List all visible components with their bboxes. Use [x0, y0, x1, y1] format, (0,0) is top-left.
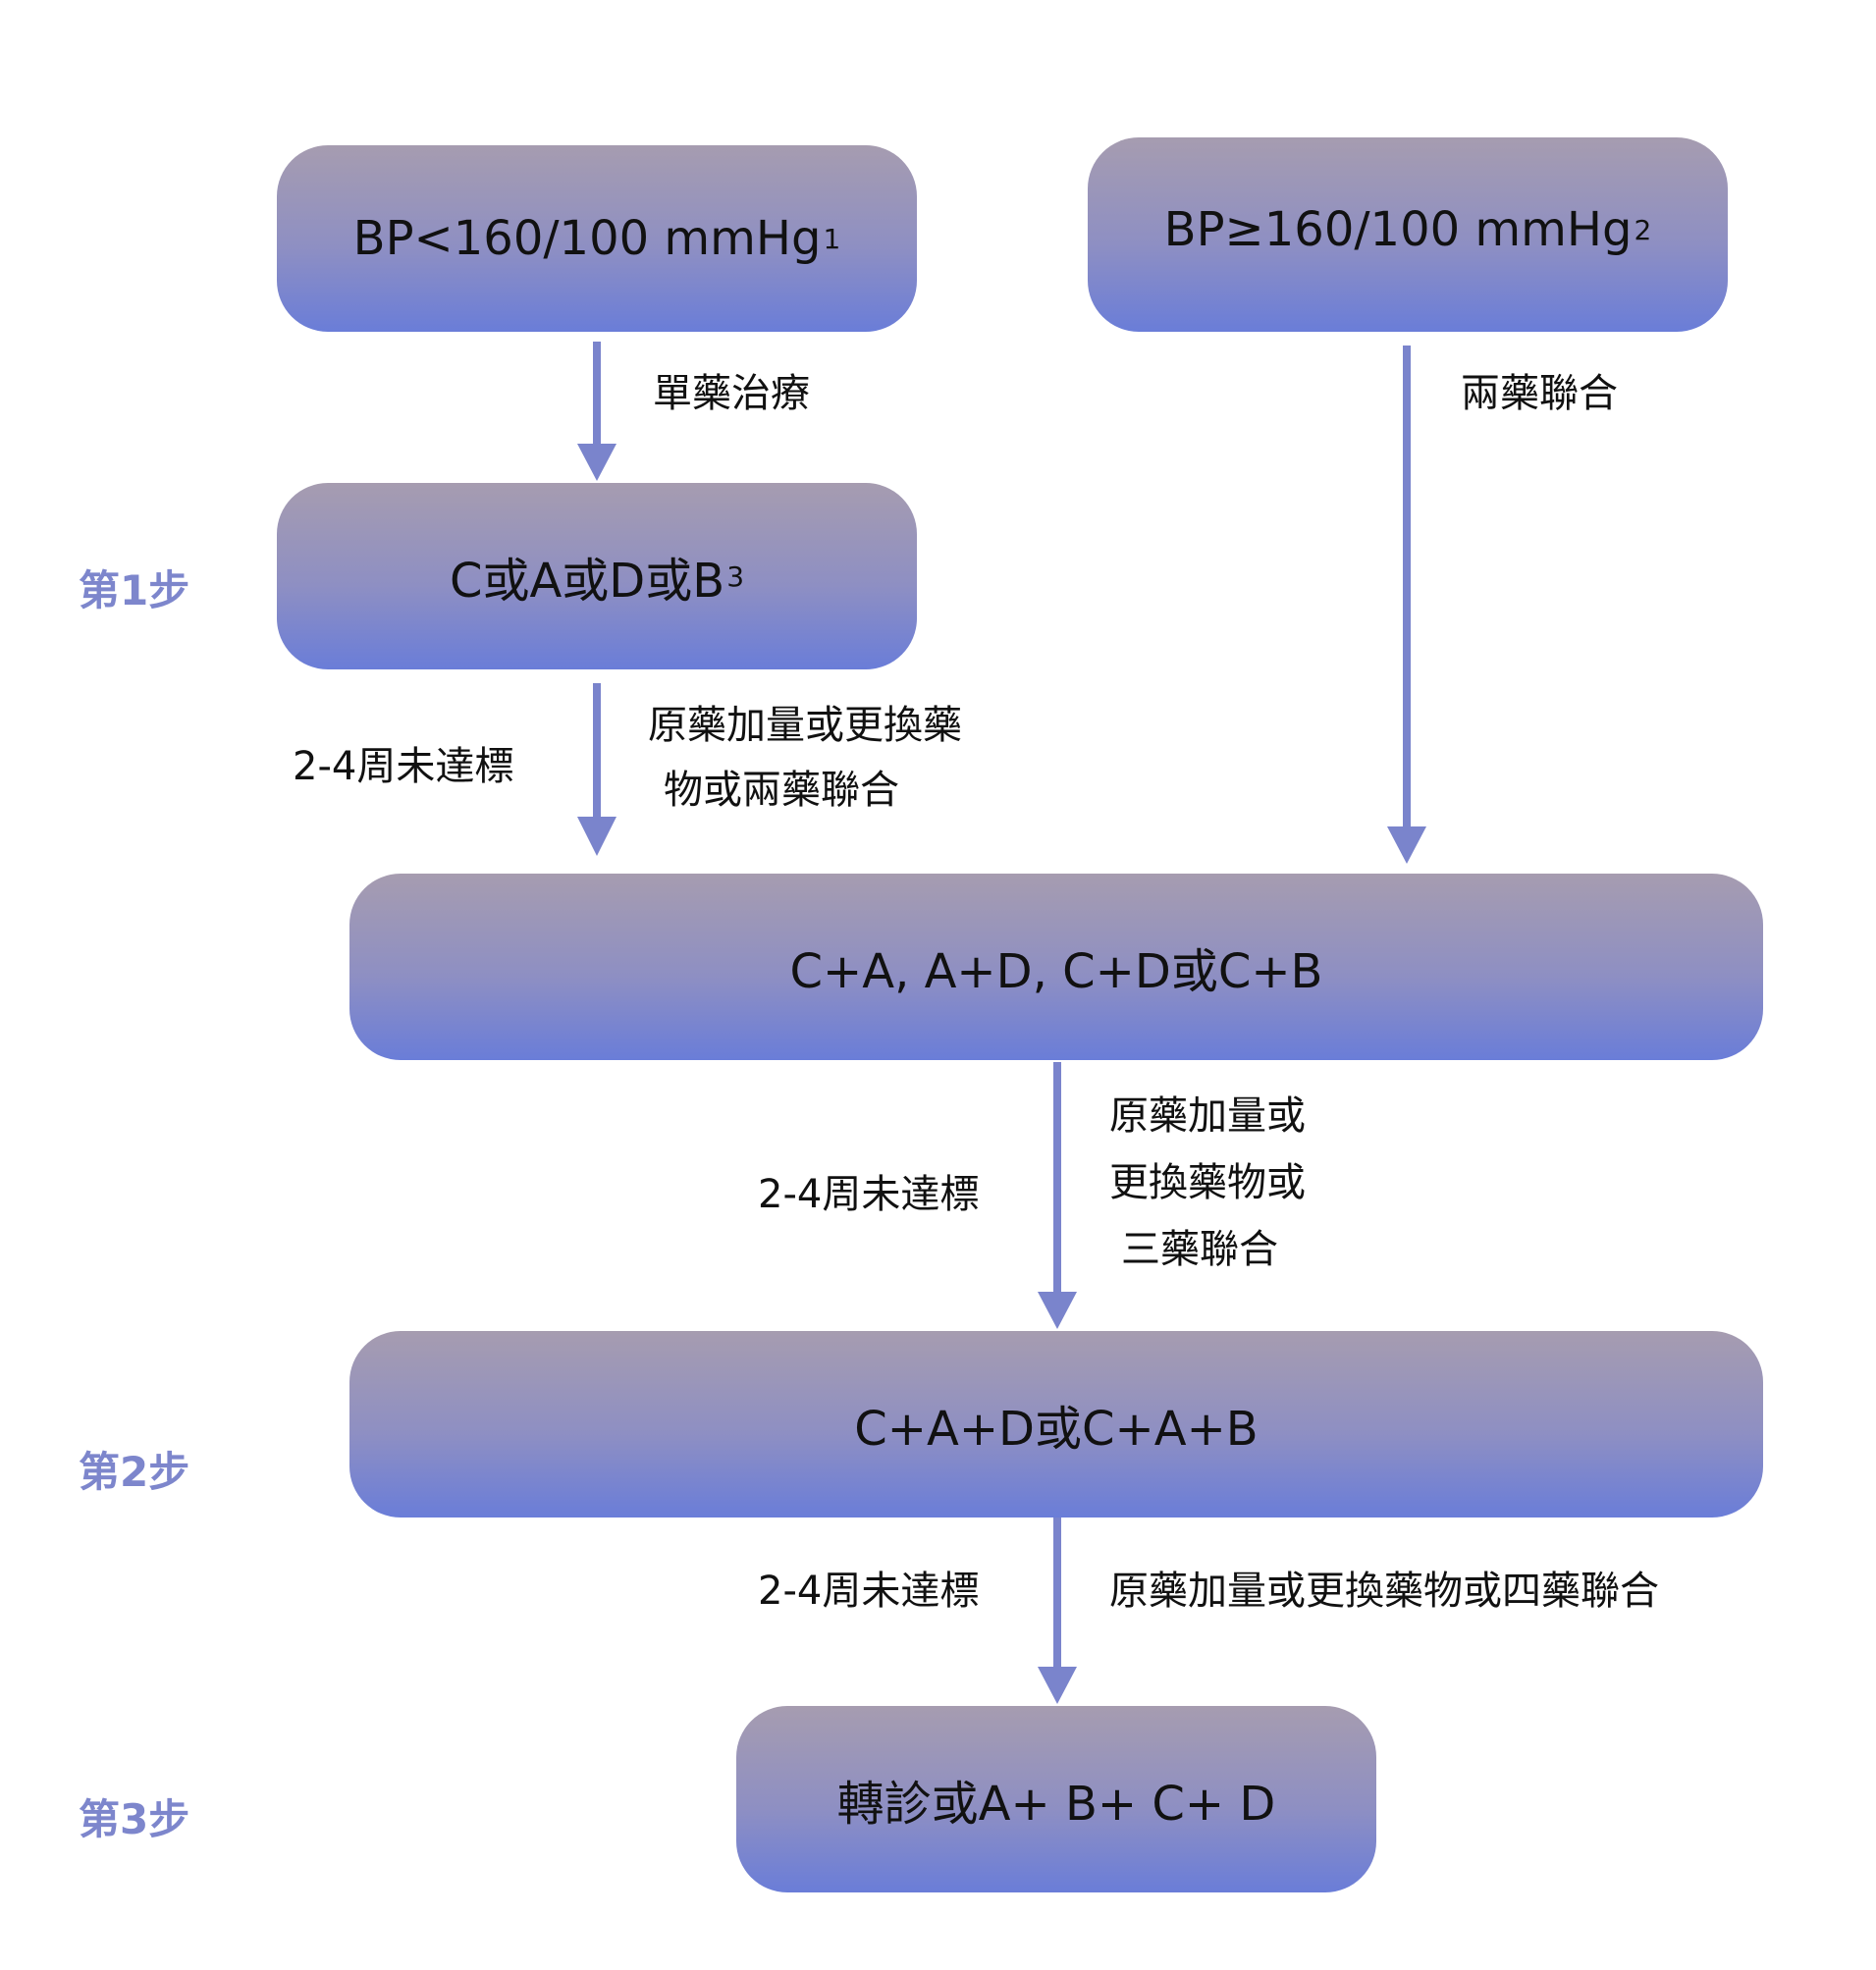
label-dual-combo: 兩藥聯合 [1461, 371, 1618, 416]
box-two-drug: C+A, A+D, C+D或C+B [349, 874, 1763, 1060]
label-not-reached-2: 2-4周未達標 [758, 1172, 980, 1217]
arrowhead-4 [1038, 1292, 1077, 1329]
step-label-1: 第1步 [79, 566, 190, 614]
box-three-drug-text: C+A+D或C+A+B [854, 1402, 1259, 1457]
arrowhead-3 [1387, 826, 1426, 864]
arrowhead-1 [577, 444, 616, 481]
box-two-drug-text: C+A, A+D, C+D或C+B [789, 944, 1323, 999]
label-monotherapy: 單藥治療 [653, 371, 810, 416]
box-step1-drug-text: C或A或D或B [449, 554, 725, 609]
arrowhead-2 [577, 817, 616, 856]
box-step1-drug-footnote: 3 [726, 559, 745, 593]
label-adjust-2-line1: 原藥加量或 [1109, 1093, 1306, 1139]
box-bp-low-footnote: 1 [823, 222, 841, 255]
label-adjust-1-line2: 物或兩藥聯合 [664, 768, 899, 813]
step-label-3: 第3步 [79, 1795, 190, 1843]
box-bp-high-footnote: 2 [1634, 213, 1652, 246]
label-adjust-3: 原藥加量或更換藥物或四藥聯合 [1109, 1569, 1659, 1614]
label-adjust-1-line1: 原藥加量或更換藥 [648, 703, 962, 748]
box-bp-high-text: BP≥160/100 mmHg [1163, 202, 1633, 257]
label-not-reached-3: 2-4周未達標 [758, 1569, 980, 1614]
box-three-drug: C+A+D或C+A+B [349, 1331, 1763, 1517]
box-referral-text: 轉診或A+ B+ C+ D [836, 1777, 1276, 1832]
step-label-2: 第2步 [79, 1448, 190, 1496]
label-not-reached-1: 2-4周未達標 [293, 744, 514, 789]
box-referral: 轉診或A+ B+ C+ D [736, 1706, 1376, 1892]
label-adjust-2-line3: 三藥聯合 [1121, 1227, 1278, 1272]
label-adjust-2-line2: 更換藥物或 [1109, 1160, 1306, 1205]
arrowhead-5 [1038, 1667, 1077, 1704]
box-bp-low-text: BP<160/100 mmHg [352, 211, 822, 266]
